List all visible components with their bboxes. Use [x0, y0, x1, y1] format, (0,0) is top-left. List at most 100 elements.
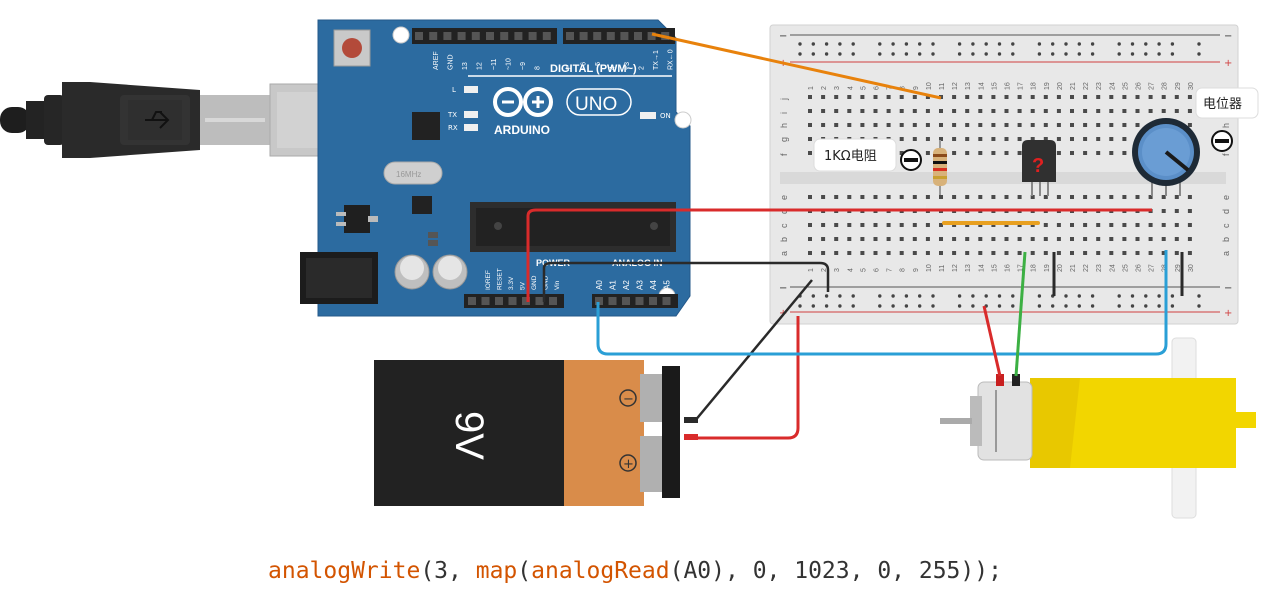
- column-number: 10: [926, 82, 933, 90]
- analog-header[interactable]: [592, 294, 678, 308]
- row-letter: i: [779, 112, 789, 114]
- potentiometer[interactable]: [1132, 118, 1200, 196]
- breadboard-column-numbers: 1122334455667788991010111112121313141415…: [808, 82, 1195, 272]
- column-number: 29: [1175, 82, 1182, 90]
- code-fn-map: map: [475, 558, 518, 584]
- column-number: 4: [847, 268, 854, 272]
- wire-red-battery: [694, 316, 800, 440]
- column-number: 6: [874, 86, 881, 90]
- svg-text:+: +: [1224, 308, 1232, 319]
- wire-red-motor: [982, 305, 1002, 377]
- wire-black-battery: [693, 279, 813, 423]
- usb-icon: [128, 100, 182, 140]
- column-number: 11: [939, 265, 946, 272]
- collapse-icon[interactable]: [900, 149, 922, 171]
- digital-header-label: DIGITAL (PWM~): [550, 63, 637, 75]
- column-number: 8: [900, 268, 907, 272]
- column-number: 1: [808, 268, 815, 272]
- row-letter: h: [1221, 123, 1231, 128]
- svg-text:−: −: [779, 283, 787, 294]
- resistor[interactable]: [933, 140, 947, 195]
- row-letter: a: [1221, 251, 1231, 256]
- column-number: 20: [1057, 264, 1064, 272]
- column-number: 4: [847, 86, 854, 90]
- potentiometer-label[interactable]: 电位器: [1195, 87, 1259, 152]
- svg-text:16MHz: 16MHz: [396, 170, 421, 179]
- breadboard[interactable]: − − + + − − + + jjiihhggffeeddccbbaa 112…: [769, 24, 1239, 325]
- wire-blue-a0: [596, 250, 1168, 356]
- column-number: 25: [1122, 264, 1129, 272]
- row-letter: j: [779, 98, 789, 101]
- column-number: 7: [887, 268, 894, 272]
- column-number: 9: [913, 268, 920, 272]
- battery-9v[interactable]: 9V − +: [374, 360, 680, 506]
- analog-pin-label: A3: [636, 280, 645, 290]
- digital-pin-label: ~11: [491, 59, 498, 70]
- column-number: 26: [1136, 82, 1143, 90]
- dc-motor[interactable]: [940, 337, 1256, 519]
- digital-pin-label: RX←0: [668, 49, 675, 70]
- jumper-wire-orange-short[interactable]: [942, 221, 1040, 225]
- code-fn-analogwrite: analogWrite: [268, 558, 421, 584]
- power-pin-label: Vin: [554, 280, 561, 290]
- analog-pin-label: A1: [609, 280, 618, 290]
- digital-pin-label: 8: [535, 66, 542, 70]
- collapse-icon[interactable]: [1211, 130, 1233, 152]
- digital-pin-label: 4: [610, 66, 617, 70]
- power-header[interactable]: [464, 294, 564, 308]
- transistor[interactable]: ?: [1022, 140, 1056, 196]
- svg-text:TX: TX: [447, 111, 457, 119]
- digital-header[interactable]: [412, 28, 675, 44]
- column-number: 20: [1057, 82, 1064, 90]
- column-number: 3: [834, 86, 841, 90]
- row-letter: g: [779, 137, 789, 142]
- column-number: 15: [991, 264, 998, 272]
- column-number: 8: [900, 86, 907, 90]
- digital-pin-label: ~6: [581, 62, 588, 70]
- svg-text:ON: ON: [660, 112, 671, 120]
- digital-pin-label: ~3: [624, 62, 631, 70]
- column-number: 17: [1018, 82, 1025, 90]
- code-fn-analogread: analogRead: [531, 558, 670, 584]
- capacitors: [394, 254, 468, 290]
- column-number: 12: [952, 82, 959, 90]
- row-letter: e: [779, 195, 789, 200]
- code-snippet: analogWrite(3, map(analogRead(A0), 0, 10…: [268, 558, 1002, 584]
- resistor-label[interactable]: 1KΩ电阻: [813, 138, 922, 172]
- column-number: 27: [1149, 82, 1156, 90]
- svg-text:−: −: [779, 31, 787, 42]
- column-number: 28: [1162, 82, 1169, 90]
- power-jack: [300, 252, 378, 304]
- column-number: 23: [1096, 82, 1103, 90]
- digital-pin-label: 2: [639, 66, 646, 70]
- svg-text:L: L: [452, 86, 456, 94]
- battery-plus-terminal: +: [619, 454, 637, 472]
- digital-pin-label: ~10: [506, 58, 513, 70]
- column-number: 30: [1188, 82, 1195, 90]
- column-number: 5: [860, 86, 867, 90]
- crystal: 16MHz: [383, 161, 443, 185]
- arduino-logo: ARDUINO UNO: [493, 87, 632, 137]
- power-pin-label: IOREF: [485, 270, 492, 290]
- wires[interactable]: [526, 32, 1184, 440]
- analog-pin-label: A2: [622, 280, 631, 290]
- svg-text:RX: RX: [448, 124, 458, 132]
- reset-button[interactable]: [333, 29, 371, 67]
- row-letter: f: [779, 153, 789, 156]
- column-number: 18: [1031, 82, 1038, 90]
- column-number: 16: [1005, 264, 1012, 272]
- battery-minus-terminal: −: [619, 389, 637, 407]
- column-number: 24: [1109, 82, 1116, 90]
- column-number: 19: [1044, 264, 1051, 272]
- column-number: 13: [965, 82, 972, 90]
- row-letter: c: [779, 223, 789, 228]
- column-number: 10: [926, 264, 933, 272]
- wire-red-5v: [526, 208, 1152, 302]
- svg-text:−: −: [623, 392, 634, 407]
- power-pin-label: GND: [543, 275, 550, 290]
- row-letter: c: [1221, 223, 1231, 228]
- analog-pin-label: A5: [663, 280, 672, 290]
